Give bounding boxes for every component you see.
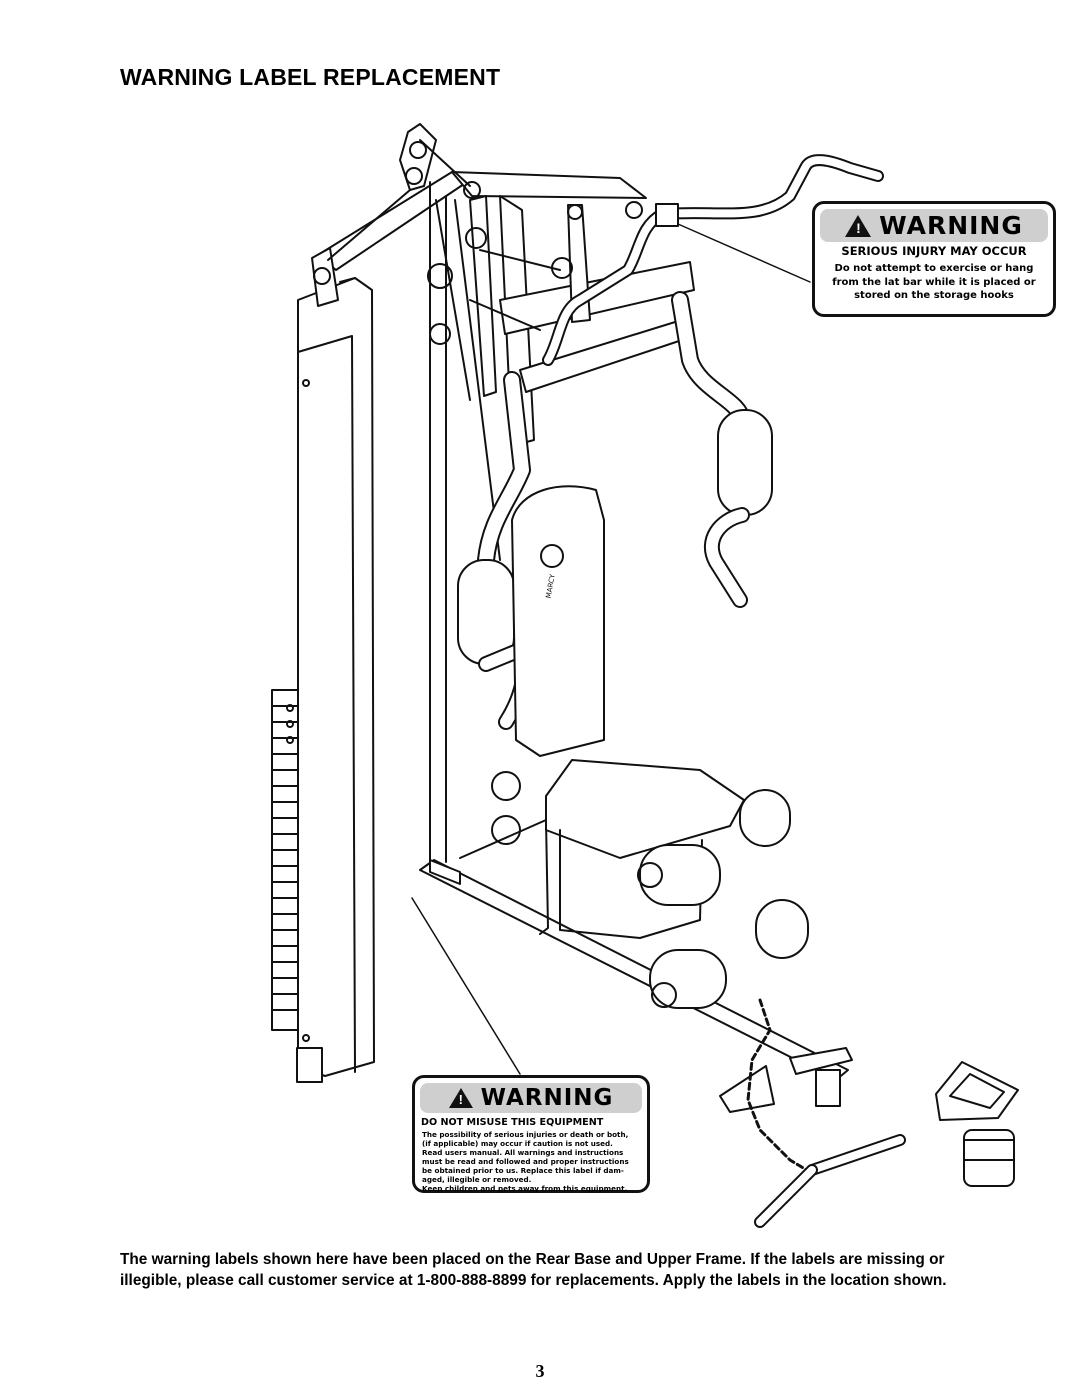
handle-and-ankle-strap <box>935 1061 1019 1187</box>
upper-warning-line: from the lat bar while it is placed or <box>832 276 1036 288</box>
chain-and-handle <box>746 998 906 1228</box>
base-frame <box>411 771 853 1113</box>
page-title: WARNING LABEL REPLACEMENT <box>120 64 501 90</box>
main-frame <box>311 123 695 863</box>
upper-warning-text: Do not attempt to exercise or hang from … <box>821 262 1047 303</box>
upper-warning-banner: ! WARNING <box>820 209 1048 242</box>
upper-warning-line: Do not attempt to exercise or hang <box>834 263 1034 274</box>
upper-warning-line: stored on the storage hooks <box>854 290 1014 301</box>
lat-bar <box>542 154 884 366</box>
page-number: 3 <box>535 1361 545 1381</box>
lower-warning-banner: ! WARNING <box>420 1083 642 1113</box>
weight-shroud <box>296 277 375 1083</box>
upper-warning-word: WARNING <box>879 211 1023 240</box>
weight-stack-plates <box>271 689 299 1031</box>
lower-warning-line: be obtained prior to us. Replace this la… <box>422 1166 624 1175</box>
lower-warning-line: must be read and followed and proper ins… <box>422 1157 629 1166</box>
lower-warning-text: The possibility of serious injuries or d… <box>422 1130 643 1193</box>
lower-warning-line: aged, illegible or removed. <box>422 1175 532 1184</box>
upper-label-leader-line <box>677 223 811 283</box>
instructions-paragraph: The warning labels shown here have been … <box>120 1251 947 1289</box>
warning-triangle-icon: ! <box>448 1088 473 1108</box>
lower-warning-line: The possibility of serious injuries or d… <box>422 1130 629 1139</box>
upper-warning-label: ! WARNING SERIOUS INJURY MAY OCCUR Do no… <box>812 201 1056 317</box>
lower-warning-line: Read users manual. All warnings and inst… <box>422 1148 624 1157</box>
back-pad: MARCY <box>511 485 605 757</box>
upper-warning-heading: SERIOUS INJURY MAY OCCUR <box>841 244 1027 258</box>
lower-warning-word: WARNING <box>480 1085 614 1111</box>
seat-and-rollers <box>545 759 809 1009</box>
lower-warning-label: ! WARNING DO NOT MISUSE THIS EQUIPMENT T… <box>412 1075 650 1193</box>
lower-warning-line: (if applicable) may occur if caution is … <box>422 1139 613 1148</box>
warning-triangle-icon: ! <box>845 214 872 237</box>
lower-warning-heading: DO NOT MISUSE THIS EQUIPMENT <box>421 1117 604 1128</box>
lower-warning-line: Keep children and pets away from this eq… <box>422 1184 628 1193</box>
